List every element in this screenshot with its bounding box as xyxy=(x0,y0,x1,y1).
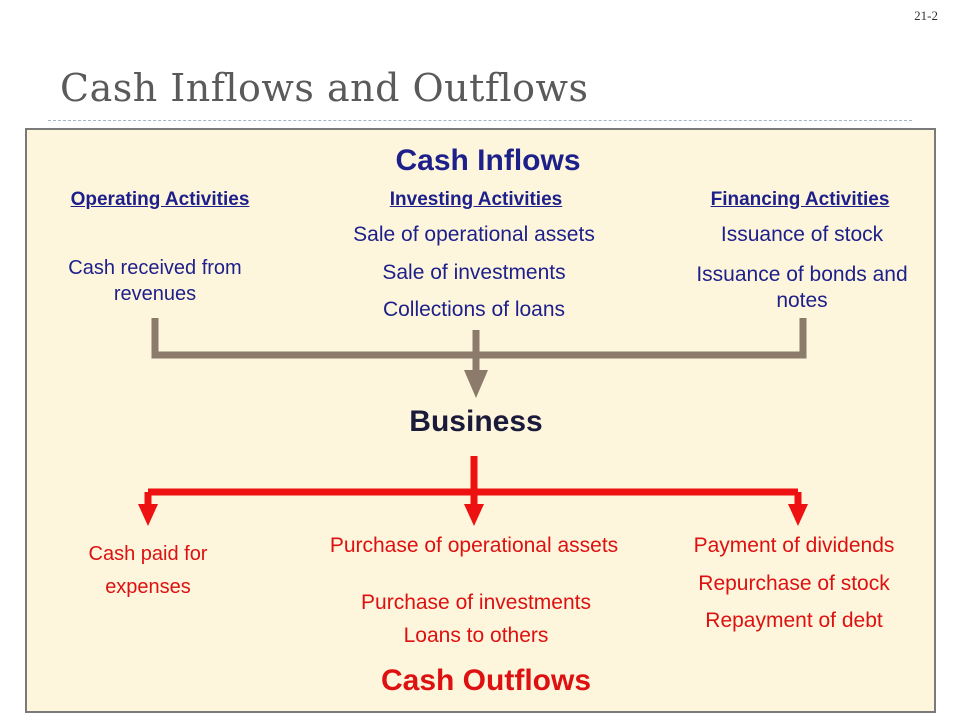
slide-title: Cash Inflows and Outflows xyxy=(60,66,589,110)
inflow-investing-item: Sale of operational assets xyxy=(353,223,595,246)
cash-outflows-heading: Cash Outflows xyxy=(380,664,592,697)
outflow-financing-item: Repayment of debt xyxy=(705,609,883,632)
slide-number: 21-2 xyxy=(914,8,938,23)
inflow-line-operating xyxy=(151,318,476,359)
inflow-financing-item: Issuance of stock xyxy=(720,223,884,246)
outflow-operating-item: Cash paid for expenses xyxy=(88,543,208,598)
outflow-arrowhead-operating xyxy=(138,504,158,526)
diagram-panel xyxy=(25,128,936,713)
inflow-investing-item: Collections of loans xyxy=(382,298,566,321)
outflow-investing-item: Loans to others xyxy=(403,624,549,647)
inflow-arrowhead xyxy=(464,370,488,398)
inflow-line-financing xyxy=(476,318,807,359)
cash-inflows-heading: Cash Inflows xyxy=(395,144,581,177)
inflow-investing-item: Sale of investments xyxy=(382,261,566,284)
financing-activities-header: Financing Activities xyxy=(710,189,890,210)
investing-activities-header: Investing Activities xyxy=(389,189,563,210)
title-divider xyxy=(48,120,912,121)
business-node: Business xyxy=(409,405,543,438)
outflow-financing-item: Payment of dividends xyxy=(693,534,895,557)
inflow-operating-item: Cash received from revenues xyxy=(68,257,242,305)
outflow-investing-item: Purchase of operational assets xyxy=(329,534,619,557)
outflow-arrowhead-financing xyxy=(788,504,808,526)
outflow-arrowhead-investing xyxy=(464,504,484,526)
operating-activities-header: Operating Activities xyxy=(70,189,250,210)
outflow-financing-item: Repurchase of stock xyxy=(698,572,890,595)
outflow-investing-item: Purchase of investments xyxy=(361,591,591,614)
inflow-financing-item: Issuance of bonds and notes xyxy=(696,263,908,312)
